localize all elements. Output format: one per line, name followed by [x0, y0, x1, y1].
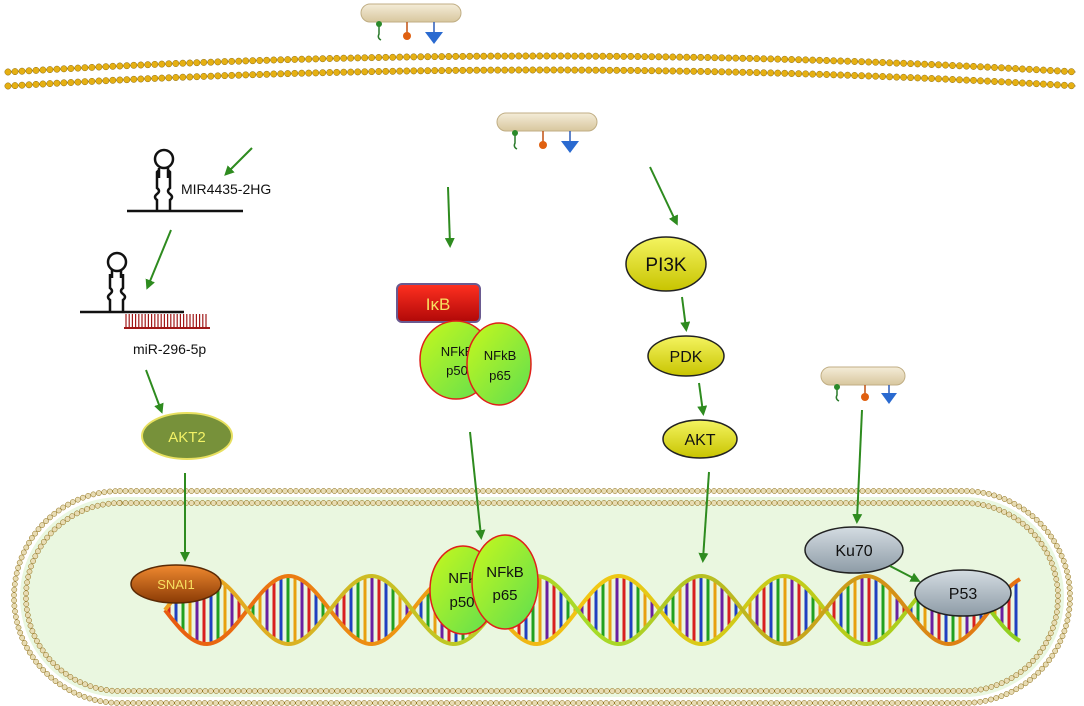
arrow-lncrna-to-mirna	[145, 229, 172, 290]
ikb-node	[396, 283, 481, 323]
arrow-ku70-to-p53	[889, 565, 921, 582]
snai1-node	[130, 564, 222, 604]
nfkb-p65-line1: NFkB	[484, 348, 517, 363]
cell-membrane	[4, 52, 1077, 90]
nucleus	[11, 488, 1073, 706]
arrow-to-pi3k	[649, 166, 678, 226]
p53-node	[914, 569, 1012, 617]
mirna-label: miR-296-5p	[133, 341, 206, 357]
mirna-binding-hairpin	[80, 251, 210, 329]
arrow-akt-to-nucleus	[698, 471, 710, 563]
akt-label: AKT	[684, 432, 715, 449]
akt2-label: AKT2	[168, 429, 206, 446]
nuc-p65-line1: NFkB	[486, 564, 524, 581]
akt-node	[662, 419, 738, 459]
ku70-node	[804, 526, 904, 574]
p53-label: P53	[949, 586, 978, 603]
arrow-to-lncrna	[224, 147, 253, 176]
pdk-label: PDK	[670, 349, 703, 366]
snai1-label: SNAI1	[157, 577, 195, 592]
arrow-to-ikb	[444, 186, 455, 248]
lncrna-label: MIR4435-2HG	[181, 181, 271, 197]
arrow-pdk-to-akt	[697, 382, 708, 416]
nfkb-p50-line1: NFkB	[441, 344, 474, 359]
nfkb-p65-cytoplasm: NFkB p65	[466, 322, 532, 406]
receptor-complex-middle	[496, 112, 598, 153]
ikb-label: IκB	[426, 295, 451, 314]
nuc-p50-line2: p50	[449, 594, 474, 611]
nuc-p65-line2: p65	[492, 587, 517, 604]
nfkb-p65-line2: p65	[489, 368, 511, 383]
ku70-label: Ku70	[835, 543, 872, 560]
receptor-complex-right	[820, 366, 906, 404]
pdk-node	[647, 335, 725, 377]
receptor-complex-top	[360, 3, 462, 44]
arrow-mirna-to-akt2	[145, 369, 164, 414]
pi3k-node	[625, 236, 707, 292]
arrow-receptor-to-ku70	[852, 409, 863, 524]
arrow-nfkb-to-nucleus	[469, 431, 486, 540]
nfkb-p65-nucleus: NFkB p65	[471, 534, 539, 630]
pathway-arrows	[145, 147, 921, 582]
nuc-p50-line1: NFk	[448, 570, 476, 587]
dna-double-helix	[163, 573, 1022, 647]
nfkb-p50-line2: p50	[446, 363, 468, 378]
lncrna-hairpin	[127, 148, 243, 213]
pi3k-label: PI3K	[645, 255, 687, 276]
akt2-node	[141, 412, 233, 460]
arrow-pi3k-to-pdk	[680, 296, 691, 332]
